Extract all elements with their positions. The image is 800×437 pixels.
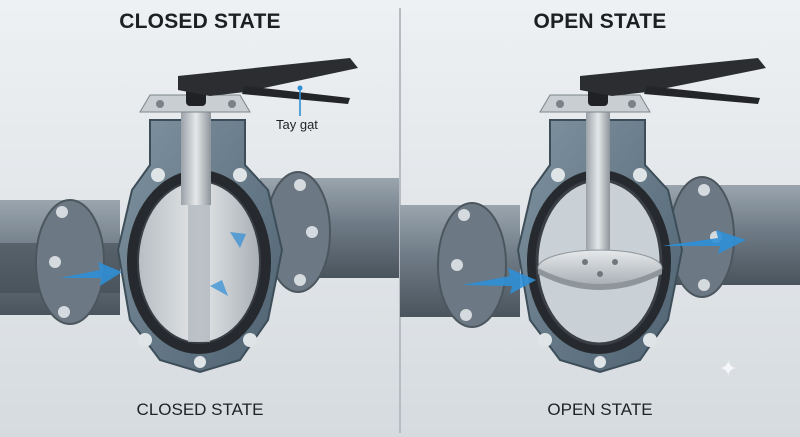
disc-open <box>537 249 663 290</box>
open-valve-illustration <box>400 58 800 374</box>
flow-arrows-open <box>462 230 746 294</box>
disc-closed <box>139 182 259 342</box>
flow-arrows-closed <box>60 232 246 296</box>
closed-state-caption: CLOSED STATE <box>136 400 264 419</box>
callout-dot <box>297 85 303 91</box>
right-flange <box>265 171 331 293</box>
open-state-title: OPEN STATE <box>533 10 667 33</box>
handle-callout-label: Tay gạt <box>276 117 318 132</box>
valve-stem <box>586 110 610 270</box>
closed-state-title: CLOSED STATE <box>119 10 281 33</box>
open-state-panel: OPEN STATE OPEN STATE <box>400 0 800 437</box>
left-flange <box>437 202 507 328</box>
closed-valve-illustration <box>0 58 400 374</box>
open-state-caption: OPEN STATE <box>547 400 653 419</box>
left-flange <box>35 199 105 325</box>
top-mounting-plate <box>139 88 251 113</box>
handle-lever <box>580 58 766 104</box>
handle-lever <box>178 58 358 104</box>
valve-stem <box>181 110 211 205</box>
closed-state-panel: CLOSED STATE Tay gạt CLOSED STATE <box>0 10 400 419</box>
sparkle-icon: ✦ <box>719 356 738 381</box>
